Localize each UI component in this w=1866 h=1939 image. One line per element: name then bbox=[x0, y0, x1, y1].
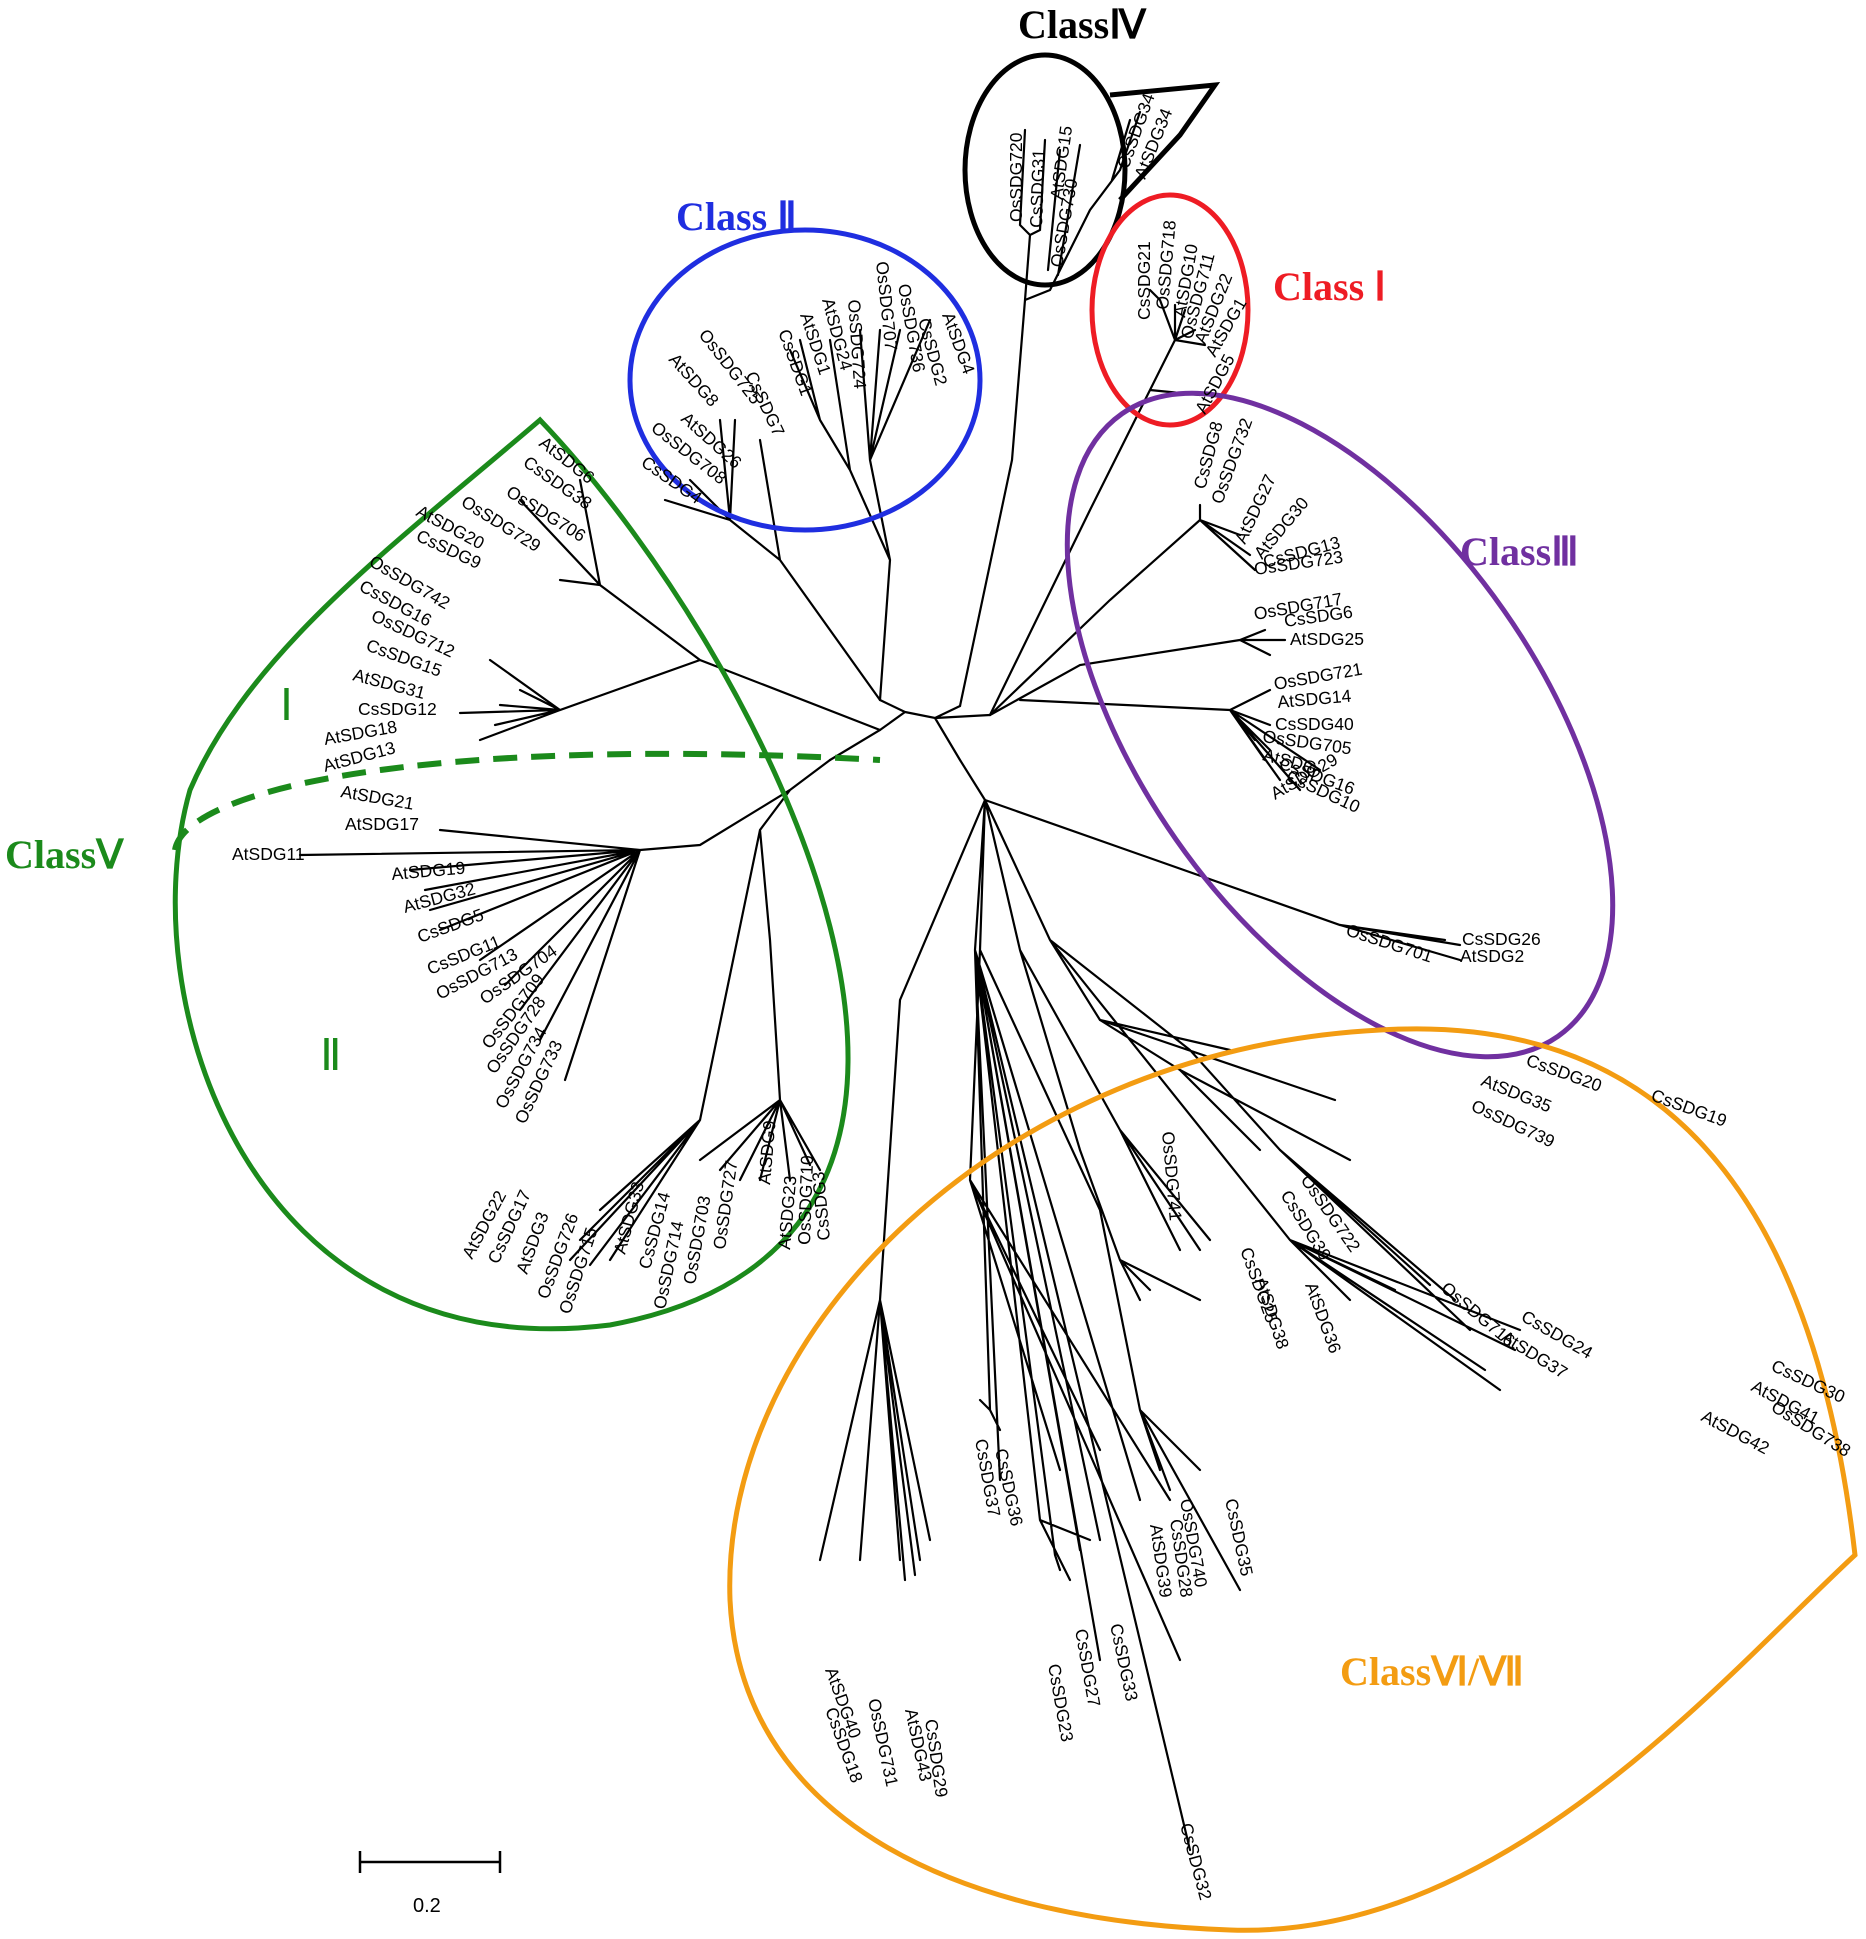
tree-branches bbox=[298, 110, 1522, 1852]
class5-subdivider bbox=[172, 750, 881, 851]
class2-outline bbox=[627, 227, 983, 533]
leaf-label: AtSDG36 bbox=[1301, 1280, 1345, 1356]
leaf-label: AtSDG19 bbox=[391, 858, 466, 884]
class3-label: ClassⅢ bbox=[1460, 529, 1579, 574]
class-outlines bbox=[172, 52, 1858, 1933]
leaf-label: CsSDG19 bbox=[1649, 1085, 1730, 1131]
leaf-label: OsSDG701 bbox=[1344, 920, 1435, 967]
leaf-label: AtSDG38 bbox=[1251, 1275, 1293, 1351]
leaf-label: AtSDG17 bbox=[345, 814, 419, 834]
scale-bar: 0.2 bbox=[358, 1851, 502, 1917]
leaf-label: OsSDG720 bbox=[1006, 132, 1026, 222]
leaf-label: OsSDG727 bbox=[709, 1159, 741, 1250]
subclass1-label: Ⅰ bbox=[280, 681, 293, 730]
class1-label: Class Ⅰ bbox=[1273, 264, 1386, 309]
scale-bar-label: 0.2 bbox=[413, 1895, 441, 1917]
leaf-label: AtSDG11 bbox=[232, 844, 305, 864]
leaf-label: OsSDG731 bbox=[864, 1697, 902, 1789]
leaf-label: OsSDG710 bbox=[794, 1155, 817, 1245]
class4-outline-tail bbox=[1109, 81, 1221, 202]
leaf-label: CsSDG18 bbox=[821, 1705, 867, 1786]
leaf-label: AtSDG21 bbox=[339, 781, 415, 814]
class5-outline bbox=[172, 416, 851, 1332]
leaf-label: OsSDG703 bbox=[679, 1194, 714, 1286]
subclass2-label: Ⅱ bbox=[320, 1031, 342, 1080]
leaf-label: CsSDG20 bbox=[1524, 1050, 1605, 1096]
class4-label: ClassⅣ bbox=[1018, 2, 1147, 47]
leaf-label: AtSDG9 bbox=[754, 1120, 780, 1186]
leaf-label: AtSDG42 bbox=[1698, 1406, 1773, 1458]
leaf-label: AtSDG25 bbox=[1290, 629, 1364, 649]
leaf-label: OsSDG707 bbox=[872, 260, 901, 351]
class-labels: ClassⅣ Class Ⅱ Class Ⅰ ClassⅢ ClassⅤ Cla… bbox=[5, 2, 1579, 1694]
leaf-label: CsSDG31 bbox=[1026, 149, 1049, 228]
leaf-label: CsSDG32 bbox=[1176, 1821, 1216, 1902]
class2-label: Class Ⅱ bbox=[676, 194, 797, 239]
leaf-label: AtSDG2 bbox=[1460, 946, 1524, 966]
class67-outline bbox=[727, 1026, 1858, 1933]
class1-outline bbox=[1089, 192, 1251, 428]
leaf-label: CsSDG12 bbox=[358, 699, 437, 719]
class3-outline bbox=[1064, 390, 1616, 1060]
leaf-label: OsSDG741 bbox=[1158, 1131, 1186, 1222]
class67-label: ClassⅥ/Ⅶ bbox=[1340, 1649, 1524, 1694]
leaf-label: CsSDG33 bbox=[1106, 1622, 1142, 1703]
leaf-labels: OsSDG720 CsSDG31 AtSDG15 OsSDG730 CsSDG3… bbox=[232, 90, 1854, 1902]
leaf-label: CsSDG26 bbox=[1462, 929, 1541, 949]
leaf-label: CsSDG27 bbox=[1071, 1627, 1104, 1708]
leaf-label: CsSDG23 bbox=[1044, 1662, 1077, 1743]
class4-outline bbox=[962, 52, 1128, 288]
class5-label: ClassⅤ bbox=[5, 832, 124, 877]
leaf-label: CsSDG21 bbox=[1134, 241, 1154, 320]
leaf-label: CsSDG40 bbox=[1275, 714, 1354, 734]
